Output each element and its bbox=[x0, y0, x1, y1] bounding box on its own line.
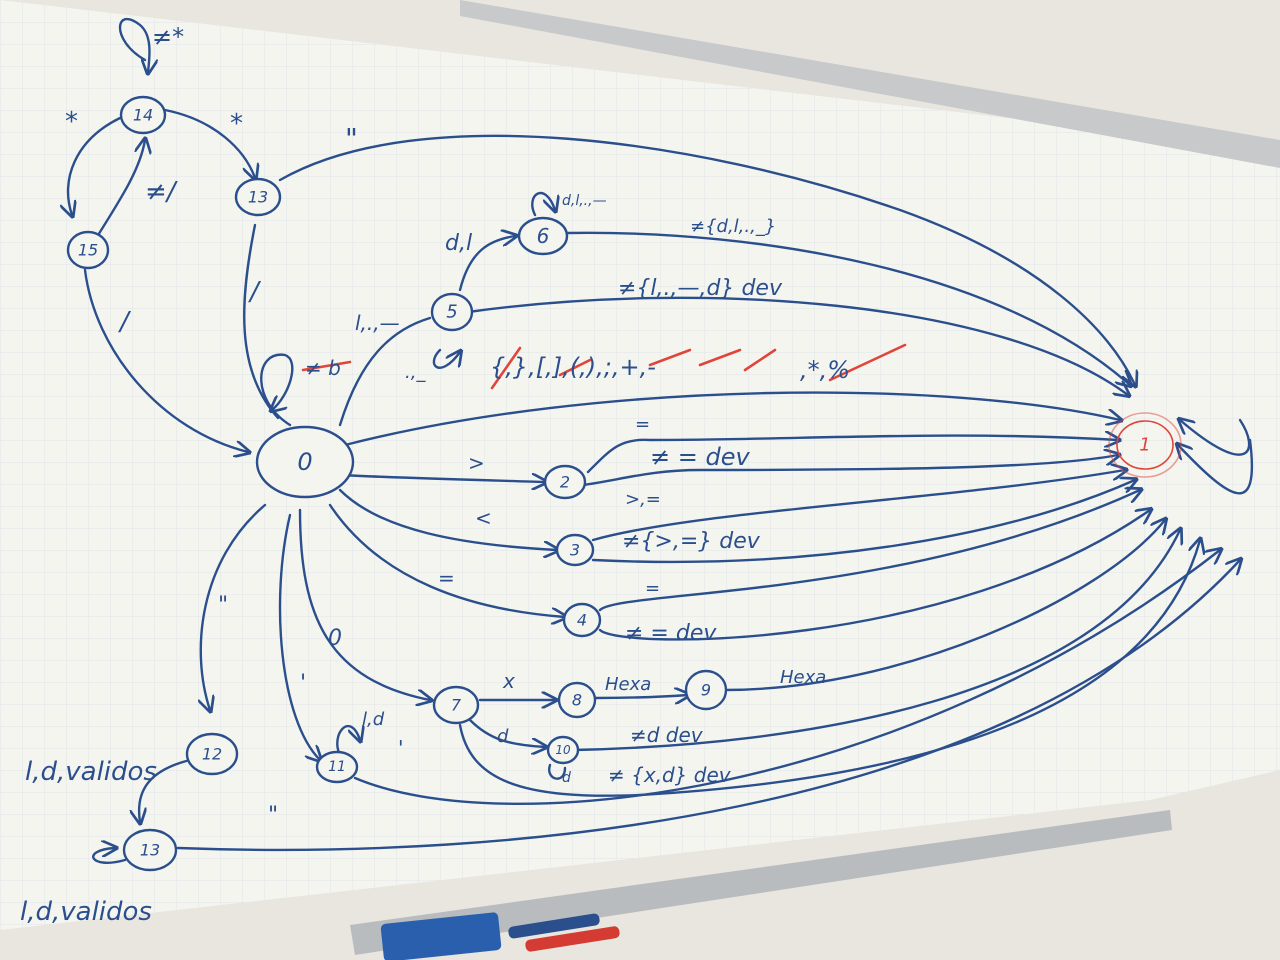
state-2-label: 2 bbox=[560, 473, 570, 492]
label-14-15: * bbox=[65, 107, 78, 137]
label-0-3: < bbox=[475, 506, 492, 530]
marker-tray bbox=[350, 810, 1172, 955]
state-2 bbox=[543, 464, 587, 500]
label-0-2: > bbox=[468, 451, 485, 475]
state-3 bbox=[555, 533, 595, 567]
label-13-1: " bbox=[345, 122, 358, 155]
marker-red bbox=[525, 926, 620, 952]
label-3-dev: ≠{>,=} dev bbox=[622, 529, 761, 554]
marker-blue bbox=[508, 913, 600, 939]
state-1-label: 1 bbox=[1139, 435, 1150, 456]
label-0-4: = bbox=[438, 566, 455, 590]
state-8 bbox=[557, 681, 597, 719]
state-1-final bbox=[1108, 412, 1182, 478]
label-3-eq: >,= bbox=[625, 489, 661, 510]
label-self-13: l,d,validos bbox=[20, 897, 152, 927]
label-15-0: / bbox=[118, 307, 132, 337]
state-13-bottom-label: 13 bbox=[140, 841, 160, 860]
label-2-dev: ≠ = dev bbox=[650, 443, 750, 471]
state-14 bbox=[119, 95, 167, 135]
label-7-8: x bbox=[502, 669, 515, 693]
state-0-label: 0 bbox=[297, 448, 312, 476]
label-8-9: Hexa bbox=[605, 674, 651, 695]
label-13-0: / bbox=[248, 277, 262, 307]
state-11-label: 11 bbox=[328, 759, 346, 775]
label-7-dev: ≠ {x,d} dev bbox=[608, 763, 732, 787]
state-4 bbox=[562, 602, 602, 638]
state-13-top bbox=[234, 177, 282, 217]
label-crossed-symbols: {,},[,],(,),;,+,- bbox=[490, 353, 656, 381]
label-7-10: d bbox=[497, 726, 509, 747]
label-5-1: ≠{l,.,—,d} dev bbox=[618, 276, 783, 301]
state-7-label: 7 bbox=[451, 696, 462, 715]
label-self-10: d bbox=[562, 770, 571, 786]
label-14-13: * bbox=[230, 109, 243, 139]
label-6-1: ≠{d,l,.,_} bbox=[690, 216, 776, 237]
red-corrections bbox=[301, 343, 907, 390]
eraser bbox=[380, 912, 502, 960]
state-5 bbox=[430, 292, 474, 332]
state-7 bbox=[432, 685, 480, 725]
label-15-14: ≠/ bbox=[145, 177, 179, 207]
state-12 bbox=[185, 732, 239, 776]
label-0-7: 0 bbox=[328, 626, 342, 651]
board-frame-top bbox=[460, 0, 1280, 168]
state-5-label: 5 bbox=[446, 302, 457, 323]
label-0-11: ' bbox=[300, 671, 306, 696]
state-0 bbox=[255, 425, 355, 499]
transition-edges bbox=[68, 17, 1254, 864]
label-9-1: Hexa bbox=[780, 667, 826, 688]
state-6-label: 6 bbox=[537, 224, 550, 248]
state-10 bbox=[546, 735, 580, 765]
state-nodes bbox=[66, 95, 728, 872]
label-self-0: ≠ b bbox=[305, 356, 341, 380]
label-symbols: ,*,% bbox=[800, 356, 850, 384]
label-11-1: ' bbox=[398, 736, 404, 760]
label-self-5: .,_ bbox=[405, 362, 426, 383]
label-5-6: d,l bbox=[445, 231, 472, 256]
label-0-12: " bbox=[218, 593, 228, 618]
state-9 bbox=[684, 669, 728, 711]
label-4-eq: = bbox=[645, 578, 660, 599]
state-3-label: 3 bbox=[570, 541, 580, 560]
label-2-eq: = bbox=[635, 414, 650, 435]
state-13-top-label: 13 bbox=[248, 188, 268, 207]
label-self-11: l,d bbox=[362, 709, 385, 730]
state-13-bottom bbox=[122, 828, 178, 872]
state-10-label: 10 bbox=[555, 743, 571, 757]
state-4-label: 4 bbox=[577, 611, 587, 630]
state-6 bbox=[517, 216, 569, 256]
state-9-label: 9 bbox=[701, 681, 711, 700]
label-4-dev: ≠ = dev bbox=[625, 621, 717, 646]
label-13-1-quote: " bbox=[268, 803, 278, 828]
label-self-14: ≠* bbox=[152, 23, 184, 51]
state-15-label: 15 bbox=[78, 241, 98, 260]
state-12-label: 12 bbox=[202, 745, 222, 764]
label-10-dev: ≠d dev bbox=[630, 723, 704, 747]
label-12-13: l,d,validos bbox=[25, 757, 157, 787]
label-self-6: d,l,.,— bbox=[562, 193, 607, 209]
state-8-label: 8 bbox=[572, 691, 582, 710]
state-14-label: 14 bbox=[133, 106, 153, 125]
state-15 bbox=[66, 230, 110, 270]
state-11 bbox=[315, 750, 359, 784]
label-0-5: l,.,— bbox=[355, 311, 400, 335]
